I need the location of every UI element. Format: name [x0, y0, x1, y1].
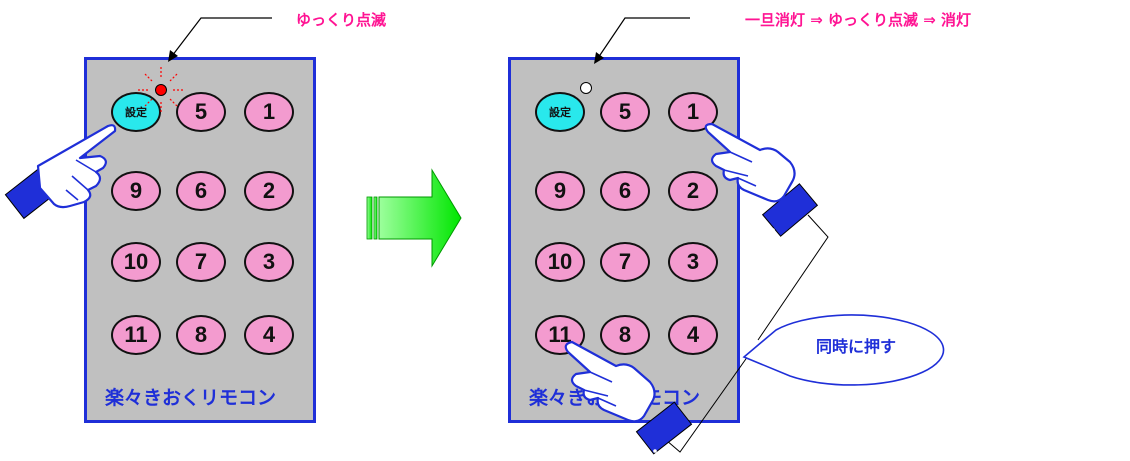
- left-remote: 設定 5 1 9 6 2 10 7 3 11 8 4 楽々きおくリモコン: [84, 57, 316, 423]
- left-leader-arrowhead: [168, 50, 178, 62]
- right-leader-arrowhead: [594, 52, 604, 64]
- setting-button: 設定: [535, 92, 585, 132]
- button-5: 5: [176, 92, 226, 132]
- button-1: 1: [244, 92, 294, 132]
- button-5: 5: [600, 92, 650, 132]
- right-leader-line: [597, 17, 690, 59]
- button-3: 3: [668, 242, 718, 282]
- pointing-hand-icon: [564, 340, 693, 455]
- button-2: 2: [668, 171, 718, 211]
- button-10: 10: [535, 242, 585, 282]
- button-7: 7: [176, 242, 226, 282]
- button-10: 10: [111, 242, 161, 282]
- button-8: 8: [176, 315, 226, 355]
- button-6: 6: [176, 171, 226, 211]
- button-7: 7: [600, 242, 650, 282]
- button-6: 6: [600, 171, 650, 211]
- button-2: 2: [244, 171, 294, 211]
- led-off-icon: [580, 82, 592, 94]
- right-caption: 一旦消灯 ⇒ ゆっくり点滅 ⇒ 消灯: [745, 11, 972, 29]
- callout-line-upper: [757, 214, 829, 341]
- blinking-led-icon: [138, 67, 184, 113]
- button-9: 9: [111, 171, 161, 211]
- speech-bubble-text: 同時に押す: [816, 337, 897, 356]
- pointing-hand-icon: [4, 124, 117, 231]
- button-8: 8: [600, 315, 650, 355]
- right-remote: 設定 5 1 9 6 2 10 7 3 11 8 4 楽々きおくリモコン: [508, 57, 740, 423]
- button-4: 4: [668, 315, 718, 355]
- button-4: 4: [244, 315, 294, 355]
- speech-bubble-icon: [742, 314, 945, 386]
- button-11: 11: [111, 315, 161, 355]
- button-3: 3: [244, 242, 294, 282]
- button-9: 9: [535, 171, 585, 211]
- setting-button: 設定: [111, 92, 161, 132]
- left-caption: ゆっくり点滅: [296, 11, 387, 29]
- right-arrow-icon: [366, 168, 462, 268]
- pointing-hand-icon: [704, 122, 819, 237]
- remote-brand: 楽々きおくリモコン: [105, 387, 277, 409]
- left-leader-line: [171, 17, 272, 57]
- callout-line-lower: [665, 355, 749, 453]
